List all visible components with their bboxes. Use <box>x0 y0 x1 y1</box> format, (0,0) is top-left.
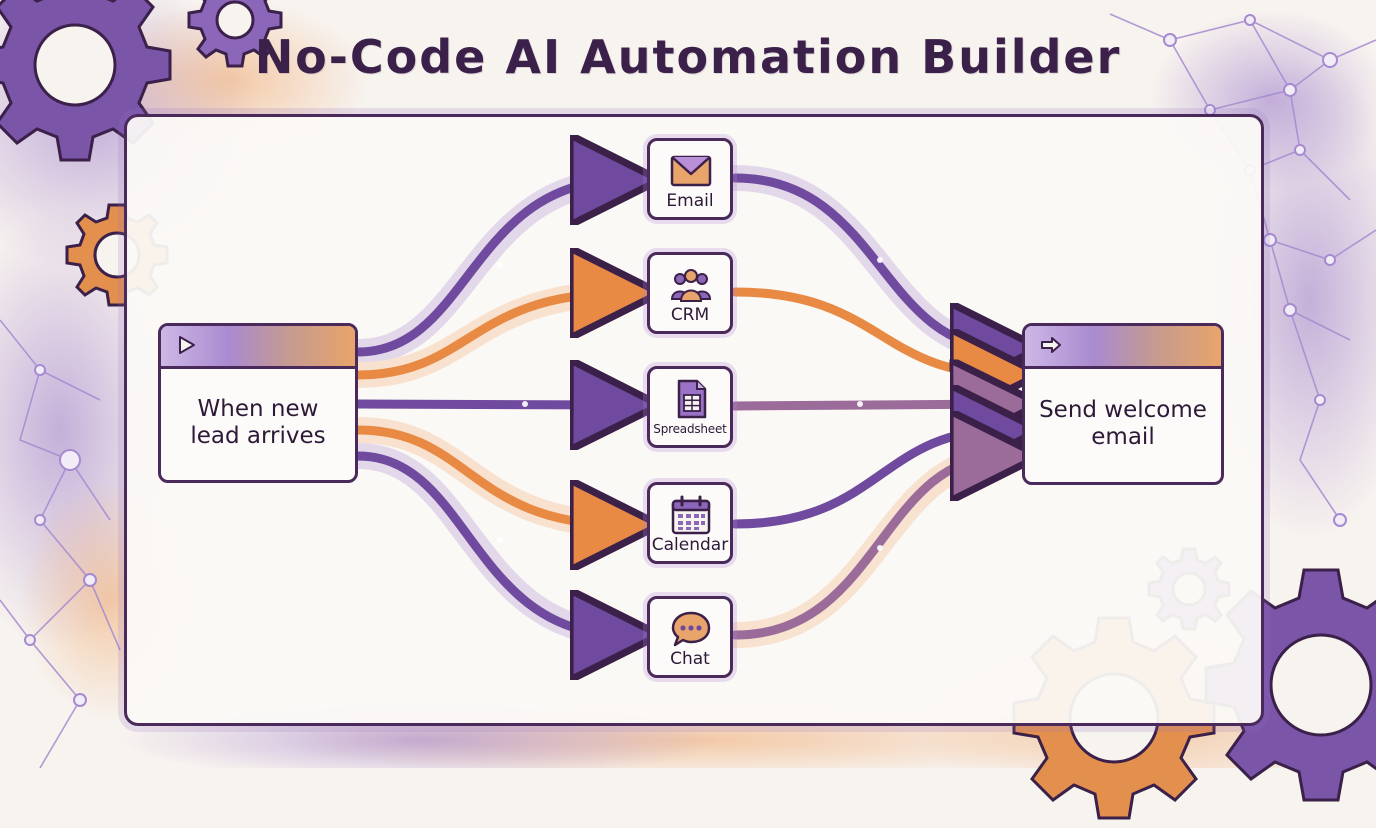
gear-icon <box>187 0 283 68</box>
app-label-calendar: Calendar <box>651 535 729 555</box>
trigger-node[interactable]: When new lead arrives <box>158 323 358 483</box>
connector-trigger-chat <box>353 451 624 635</box>
people-icon <box>670 269 712 302</box>
envelope-icon <box>670 155 712 187</box>
app-node-email[interactable]: Email <box>647 138 733 220</box>
app-node-crm[interactable]: CRM <box>647 252 733 334</box>
flow-connectors <box>345 0 1376 768</box>
app-label-crm: CRM <box>670 305 710 325</box>
connector-trigger-calendar <box>353 425 624 525</box>
app-node-chat[interactable]: Chat <box>647 596 733 678</box>
trigger-node-header <box>161 326 355 369</box>
connector-trigger-spreadsheet <box>353 404 624 405</box>
connector-spreadsheet-action <box>730 404 1004 406</box>
arrow-right-icon <box>1039 335 1063 355</box>
spreadsheet-icon <box>677 379 707 419</box>
chat-bubble-icon <box>671 611 711 647</box>
connector-trigger-crm <box>353 293 624 380</box>
app-node-spreadsheet[interactable]: Spreadsheet <box>647 366 733 448</box>
trigger-node-label: When new lead arrives <box>190 396 326 449</box>
app-label-chat: Chat <box>670 649 710 669</box>
connector-chat-action <box>730 456 1004 640</box>
connector-trigger-email <box>353 180 624 357</box>
page-title: No-Code AI Automation Builder <box>254 30 1122 84</box>
app-node-calendar[interactable]: Calendar <box>647 482 733 564</box>
app-label-spreadsheet: Spreadsheet <box>653 422 727 436</box>
action-node[interactable]: Send welcome email <box>1022 323 1224 485</box>
calendar-icon <box>671 495 711 535</box>
app-label-email: Email <box>666 191 714 211</box>
action-node-label: Send welcome email <box>1039 397 1207 450</box>
action-node-header <box>1025 326 1221 369</box>
play-icon <box>175 335 199 355</box>
